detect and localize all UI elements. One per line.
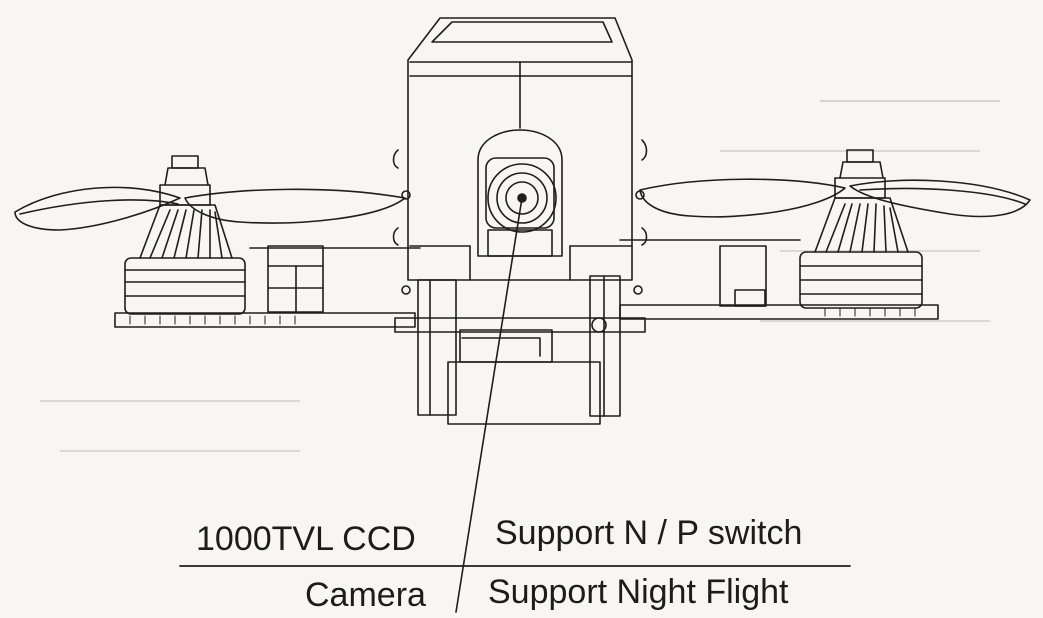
lower-assembly [417,275,621,425]
night-flight-label: Support Night Flight [488,573,789,611]
frame-plate [114,239,939,333]
right-motor [799,149,923,309]
left-motor [124,155,246,315]
left-stack [267,245,324,313]
right-block [719,245,767,307]
camera-module [477,129,563,257]
np-switch-label: Support N / P switch [495,514,803,552]
sensor-label: 1000TVL CCD [196,520,416,558]
main-body [392,17,648,295]
callout-line [455,197,523,613]
right-propeller [639,178,1031,218]
camera-label: Camera [305,576,426,614]
left-propeller [14,186,406,231]
